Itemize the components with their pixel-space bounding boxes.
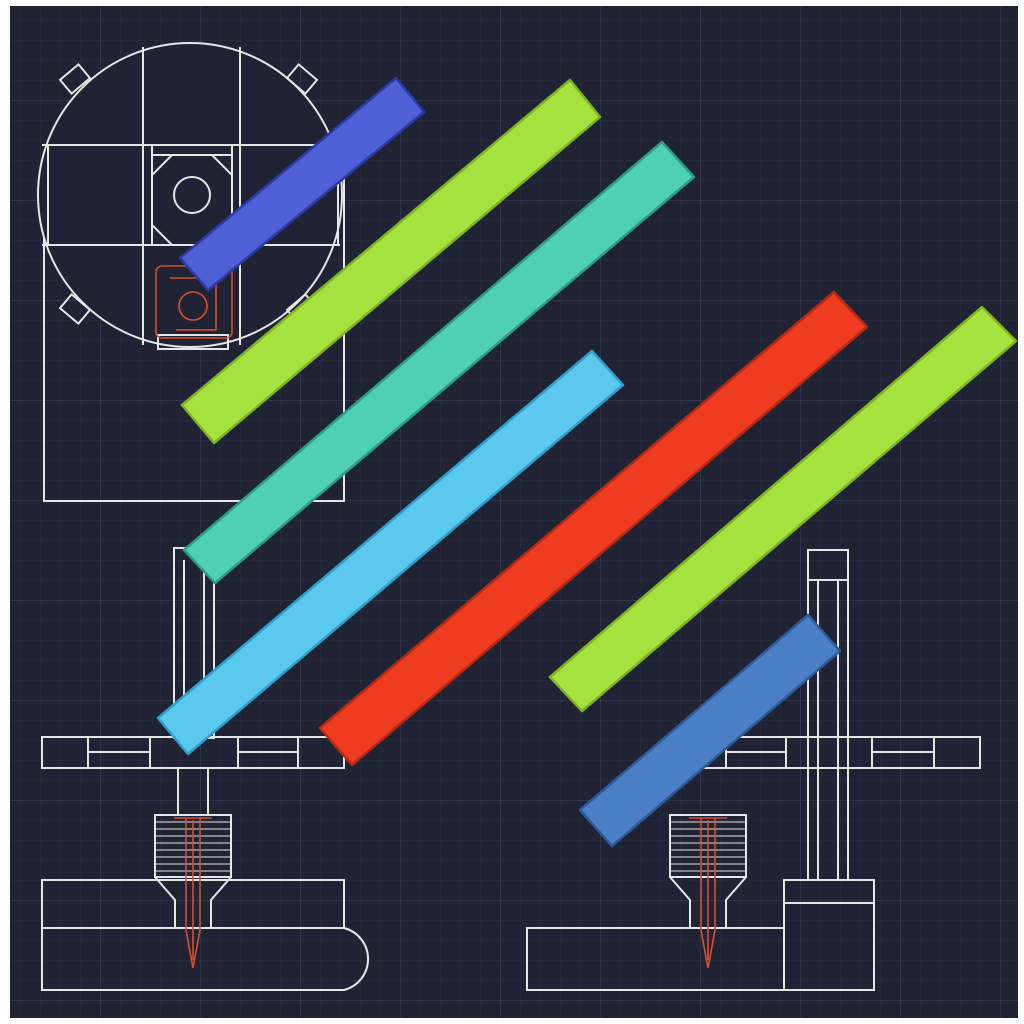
lug: [58, 292, 92, 326]
lug: [285, 62, 319, 96]
bar-blue-top: [178, 76, 426, 292]
bar-steel-blue: [578, 613, 842, 848]
lug: [58, 62, 92, 96]
top-view-tab: [157, 334, 229, 350]
diagonal-bars: [156, 76, 1018, 848]
bar-sky: [156, 349, 625, 756]
bar-red: [318, 290, 869, 767]
right-base: [526, 927, 785, 991]
bar-teal: [182, 140, 696, 585]
top-view: [37, 42, 345, 502]
top-view-axle: [173, 176, 211, 214]
left-base-lower: [41, 927, 370, 991]
left-pin: [174, 817, 212, 969]
bar-lime-1: [180, 78, 602, 445]
bar-lime-2: [548, 305, 1018, 713]
right-pin: [689, 817, 727, 969]
top-view-disc: [37, 42, 343, 348]
